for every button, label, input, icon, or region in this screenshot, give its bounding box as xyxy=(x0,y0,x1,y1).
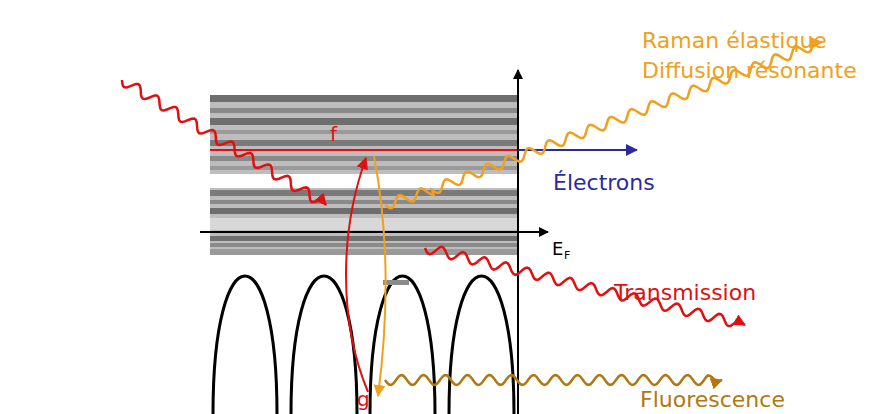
core-level xyxy=(383,280,409,285)
process-label: Diffusion résonante xyxy=(642,60,857,82)
process-label: Électrons xyxy=(553,172,655,194)
absorption-transition xyxy=(346,158,368,392)
process-label: Fluorescence xyxy=(640,389,785,411)
potential-wells xyxy=(213,276,514,414)
incident-photon xyxy=(122,80,326,205)
process-label: Transmission xyxy=(614,282,756,304)
level-label: g xyxy=(357,389,370,409)
axis-label: E xyxy=(552,240,563,258)
final-level xyxy=(210,149,518,151)
energy-axis xyxy=(517,70,519,414)
decay-transition xyxy=(374,156,386,396)
axis-subscript: F xyxy=(564,250,570,261)
process-label: Raman élastique xyxy=(642,30,827,52)
fermi-axis xyxy=(200,231,548,233)
level-label: f xyxy=(330,124,337,144)
fluorescence-photon xyxy=(385,375,722,385)
